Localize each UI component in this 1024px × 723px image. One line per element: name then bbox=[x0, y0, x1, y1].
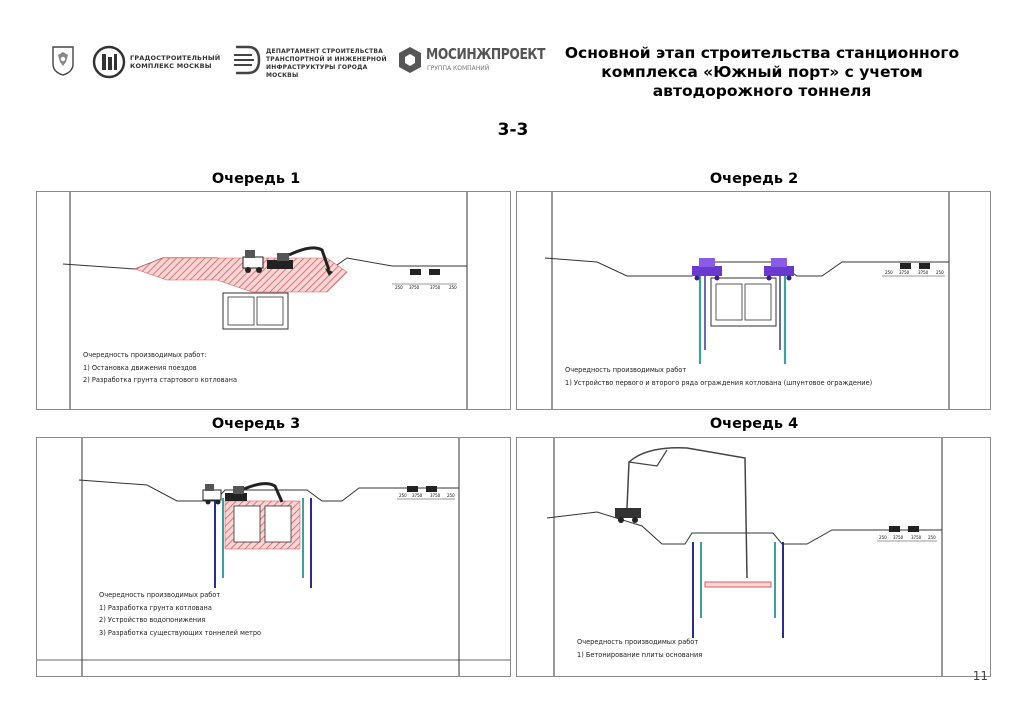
stage-4-notes-heading: Очередность производимых работ bbox=[577, 638, 699, 646]
road-dim-4: 250 bbox=[447, 493, 455, 498]
stage-2-notes-heading: Очередность производимых работ bbox=[565, 366, 687, 374]
road-dim-1: 250 bbox=[885, 270, 893, 275]
stage-1-step-1: 1) Остановка движения поездов bbox=[83, 363, 197, 372]
road-dim-4: 250 bbox=[936, 270, 944, 275]
road-dim-2: 3750 bbox=[893, 535, 904, 540]
dep-logo-line3: ИНФРАСТРУКТУРЫ ГОРОДА МОСКВЫ bbox=[266, 64, 368, 79]
section-label: 3-3 bbox=[497, 120, 529, 140]
stage-2-title: Очередь 2 bbox=[709, 171, 799, 187]
page-title: Основной этап строительства станционного… bbox=[548, 44, 976, 101]
pile-driver-right-icon bbox=[764, 258, 794, 281]
road-dim-3: 3750 bbox=[911, 535, 922, 540]
stage-3-step-3: 3) Разработка существующих тоннелей метр… bbox=[99, 628, 262, 637]
title-line-2: комплекса «Южный порт» с учетом bbox=[601, 63, 923, 81]
road-vehicles-icon bbox=[889, 526, 919, 532]
road-dim-2: 3750 bbox=[409, 285, 420, 290]
stage-4-cross-section: 250 3750 3750 250 bbox=[546, 438, 943, 676]
department-construction-logo: ДЕПАРТАМЕНТ СТРОИТЕЛЬСТВА ТРАНСПОРТНОЙ И… bbox=[232, 44, 402, 79]
road-dim-2: 3750 bbox=[899, 270, 910, 275]
stage-3-step-1: 1) Разработка грунта котлована bbox=[99, 603, 212, 612]
stage-4-notes: Очередность производимых работ 1) Бетони… bbox=[577, 636, 702, 661]
stage-3-notes-heading: Очередность производимых работ bbox=[99, 591, 221, 599]
dep-logo-line2: ТРАНСПОРТНОЙ И ИНЖЕНЕРНОЙ bbox=[266, 56, 387, 63]
stage-4-title: Очередь 4 bbox=[709, 416, 799, 432]
road-dim-1: 250 bbox=[395, 285, 403, 290]
road-vehicles-icon bbox=[407, 486, 437, 492]
concrete-pump-truck-icon bbox=[615, 447, 748, 579]
mip-logo-sub: ГРУППА КОМПАНИЙ bbox=[427, 65, 490, 72]
stage-1-cross-section: 250 3750 3750 250 bbox=[62, 192, 468, 409]
gradostroitelny-kompleks-logo: ГРАДОСТРОИТЕЛЬНЫЙ КОМПЛЕКС МОСКВЫ bbox=[92, 45, 222, 79]
existing-tunnel-box bbox=[222, 292, 289, 330]
dep-logo-line1: ДЕПАРТАМЕНТ СТРОИТЕЛЬСТВА bbox=[266, 48, 383, 55]
stage-3-cross-section: 250 3750 3750 250 bbox=[37, 438, 510, 676]
gk-logo-line1: ГРАДОСТРОИТЕЛЬНЫЙ bbox=[130, 54, 221, 62]
pile-driver-left-icon bbox=[692, 258, 722, 281]
mip-logo-name: МОСИНЖПРОЕКТ bbox=[426, 45, 546, 63]
stage-3-step-2: 2) Устройство водопонижения bbox=[99, 616, 206, 624]
road-dim-4: 250 bbox=[449, 285, 457, 290]
moscow-coat-of-arms-logo bbox=[52, 46, 74, 76]
stage-2-cross-section: 250 3750 3750 250 bbox=[544, 192, 950, 409]
stage-1-notes-heading: Очередность производимых работ: bbox=[83, 351, 207, 359]
stage-4-drawing-panel: 250 3750 3750 250 Очередность производим… bbox=[516, 437, 991, 677]
excavator-icon bbox=[225, 482, 284, 503]
stage-1-drawing-panel: 250 3750 3750 250 Очередность производим… bbox=[36, 191, 511, 410]
stage-4-step-1: 1) Бетонирование плиты основания bbox=[577, 650, 703, 659]
stage-2-drawing-panel: 250 3750 3750 250 Очередность производим… bbox=[516, 191, 991, 410]
mosinzhproekt-logo: МОСИНЖПРОЕКТ ГРУППА КОМПАНИЙ bbox=[398, 44, 545, 78]
title-line-1: Основной этап строительства станционного bbox=[564, 44, 960, 62]
stage-3-title: Очередь 3 bbox=[211, 416, 301, 432]
road-dim-3: 3750 bbox=[430, 493, 441, 498]
road-dim-3: 3750 bbox=[430, 285, 441, 290]
excavator-icon bbox=[267, 246, 333, 276]
road-vehicles-icon bbox=[900, 263, 930, 269]
gk-logo-line2: КОМПЛЕКС МОСКВЫ bbox=[130, 62, 212, 70]
sheet-pile-left bbox=[698, 274, 706, 364]
road-dim-3: 3750 bbox=[918, 270, 929, 275]
road-dim-1: 250 bbox=[879, 535, 887, 540]
dump-truck-icon bbox=[242, 250, 264, 273]
base-slab-hatch bbox=[704, 581, 772, 588]
sheet-pile-right bbox=[779, 274, 787, 364]
stage-1-notes: Очередность производимых работ: 1) Остан… bbox=[83, 349, 237, 387]
road-dim-2: 3750 bbox=[412, 493, 423, 498]
road-dim-1: 250 bbox=[399, 493, 407, 498]
stage-2-step-1: 1) Устройство первого и второго ряда огр… bbox=[565, 378, 873, 387]
page-number: 11 bbox=[972, 669, 988, 683]
existing-tunnel-box bbox=[710, 277, 777, 327]
excavation-pit bbox=[134, 257, 348, 293]
title-line-3: автодорожного тоннеля bbox=[652, 82, 872, 100]
stage-1-title: Очередь 1 bbox=[211, 171, 301, 187]
road-dim-4: 250 bbox=[928, 535, 936, 540]
stage-1-step-2: 2) Разработка грунта стартового котлован… bbox=[83, 376, 237, 384]
stage-3-drawing-panel: 250 3750 3750 250 Очередность производим… bbox=[36, 437, 511, 677]
stage-3-notes: Очередность производимых работ 1) Разраб… bbox=[99, 589, 261, 639]
road-vehicles-icon bbox=[410, 269, 440, 275]
dump-truck-icon bbox=[202, 484, 222, 505]
stage-2-notes: Очередность производимых работ 1) Устрой… bbox=[565, 364, 872, 389]
